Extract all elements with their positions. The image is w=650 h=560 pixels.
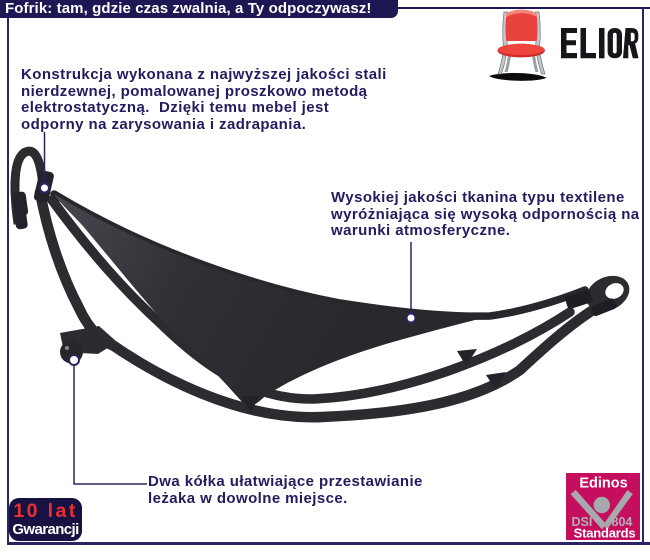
svg-text:Edinos: Edinos	[579, 476, 627, 492]
svg-text:DSI: DSI	[572, 515, 593, 529]
svg-text:Standards: Standards	[574, 526, 636, 541]
svg-text:804: 804	[612, 515, 633, 529]
